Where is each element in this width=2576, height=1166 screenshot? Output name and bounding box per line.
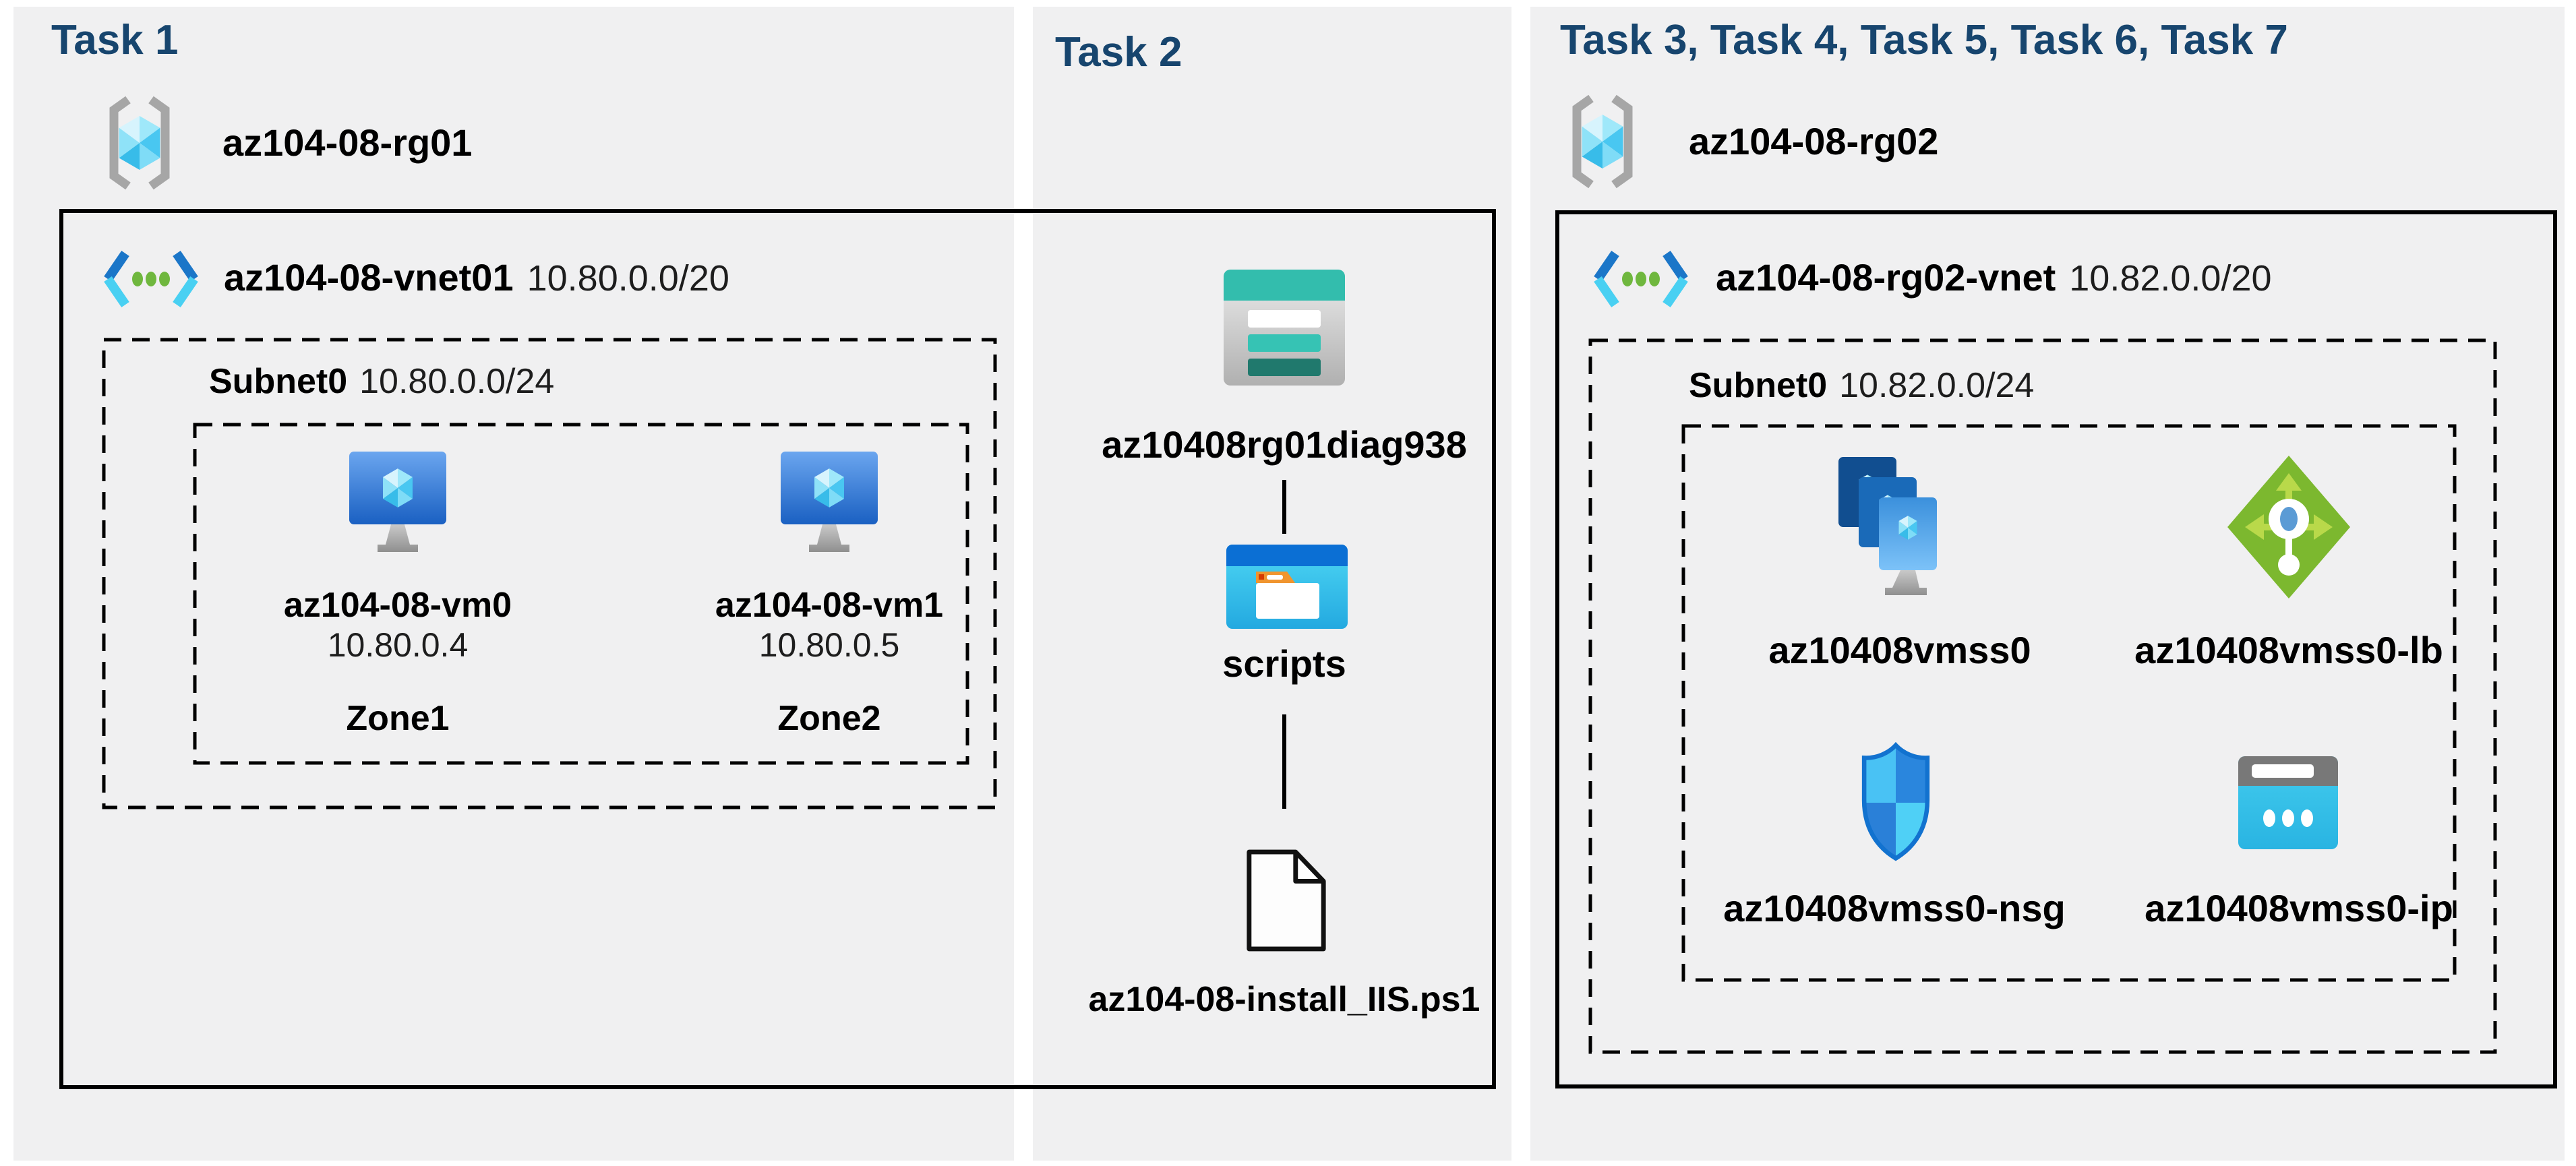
task3-panel: [1530, 7, 2565, 1161]
vm0-name: az104-08-vm0: [283, 586, 512, 625]
vm0-ip: 10.80.0.4: [327, 626, 469, 664]
resource-group-icon: [1572, 94, 1633, 189]
rg02-vnet-box: [1555, 210, 2557, 1088]
task2-title: Task 2: [1055, 29, 1182, 75]
document-icon: [1247, 849, 1326, 952]
vm0-zone: Zone1: [346, 699, 450, 738]
resource-group-icon: [109, 96, 170, 190]
vm1-ip: 10.80.0.5: [758, 626, 900, 664]
nsg-icon: [1861, 741, 1930, 861]
task1-resource-group-label: az104-08-rg01: [222, 121, 473, 164]
vnet01-box: [59, 209, 1496, 1089]
virtual-machine-icon: [781, 452, 878, 552]
storage-account-label: az10408rg01diag938: [1102, 423, 1467, 466]
virtual-network-icon: [104, 251, 198, 307]
task3-subnet-dashed-box: [1588, 338, 2497, 1054]
task1-title: Task 1: [51, 17, 179, 63]
vm1-zone: Zone2: [777, 699, 881, 738]
nsg-label: az10408vmss0-nsg: [1723, 887, 2066, 929]
load-balancer-icon: [2227, 456, 2350, 599]
install-iis-file-label: az104-08-install_IIS.ps1: [1088, 980, 1480, 1019]
task3-inner-dashed-box: [1681, 424, 2457, 982]
task1-inner-dashed-box: [193, 423, 969, 765]
task3-resource-group-label: az104-08-rg02: [1689, 120, 1939, 162]
scripts-folder-label: scripts: [1222, 642, 1346, 685]
storage-account-icon: [1224, 270, 1345, 386]
vmss-icon: [1838, 457, 1937, 595]
public-ip-icon: [2238, 756, 2338, 849]
vm1-name: az104-08-vm1: [715, 586, 944, 625]
task1-panel: [13, 7, 1014, 1161]
virtual-network-icon: [1594, 251, 1688, 307]
load-balancer-label: az10408vmss0-lb: [2134, 629, 2443, 671]
folder-window-icon: [1226, 545, 1348, 629]
vmss-label: az10408vmss0: [1768, 629, 2031, 671]
public-ip-label: az10408vmss0-ip: [2145, 887, 2453, 929]
virtual-machine-icon: [349, 452, 446, 552]
task3-title: Task 3, Task 4, Task 5, Task 6, Task 7: [1560, 17, 2288, 63]
